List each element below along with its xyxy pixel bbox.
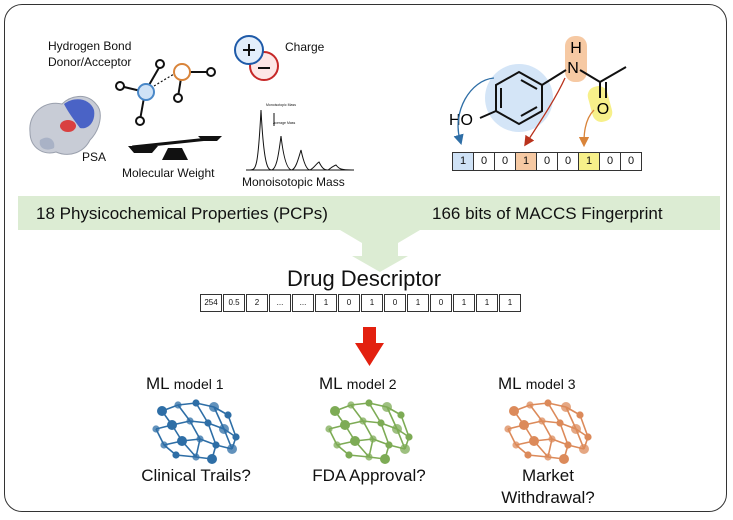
- descriptor-cell: ...: [292, 294, 314, 312]
- ml-model-suffix: model 2: [346, 376, 397, 392]
- charge-label: Charge: [285, 40, 325, 54]
- neural-network-icon: [504, 399, 592, 464]
- psa-label: PSA: [82, 150, 107, 164]
- carbonyl-o-label: O: [597, 101, 609, 118]
- descriptor-cell: 1: [315, 294, 337, 312]
- pcp-banner-text: 18 Physicochemical Properties (PCPs): [36, 204, 328, 223]
- neural-network-icon: [152, 399, 240, 464]
- left-banner-bg: [18, 196, 374, 230]
- arrow-carbonyl-to-bit: [578, 109, 595, 148]
- ml-model-suffix: model 3: [525, 376, 576, 392]
- amide-h-label: H: [570, 40, 582, 57]
- ml-model-name: ML: [498, 374, 526, 393]
- descriptor-cell: 0: [338, 294, 360, 312]
- charge-icon: [234, 35, 279, 81]
- ml-model-name: ML: [146, 374, 174, 393]
- neural-network-icon: [325, 399, 413, 464]
- maccs-banner-text: 166 bits of MACCS Fingerprint: [432, 204, 663, 223]
- ml-model-suffix: model 1: [173, 376, 224, 392]
- descriptor-cell: 2: [246, 294, 268, 312]
- descriptor-cell: 1: [499, 294, 521, 312]
- descriptor-cell: ...: [269, 294, 291, 312]
- arrow-ring-to-bit: [453, 77, 495, 146]
- hbond-label-line1: Hydrogen Bond: [48, 39, 132, 53]
- ml-model-question: FDA Approval?: [312, 466, 426, 485]
- hbond-label: Hydrogen Bond Donor/Acceptor: [48, 38, 131, 70]
- descriptor-cell: 0: [430, 294, 452, 312]
- monoisotopic-mass-label: Monoisotopic Mass: [242, 175, 345, 189]
- descriptor-cell: 254: [200, 294, 222, 312]
- ml-model-question: Market Withdrawal?: [501, 466, 595, 507]
- funnel-arrow: [340, 230, 420, 272]
- descriptor-cell: 0.5: [223, 294, 245, 312]
- hbond-network-icon: [115, 59, 216, 126]
- arrow-amide-to-bit: [524, 77, 566, 147]
- amide-n-label: N: [567, 60, 579, 77]
- spectrum-peak-label-1: Monoisotopic Mass: [266, 103, 296, 107]
- descriptor-cell: 1: [476, 294, 498, 312]
- ml-model-name: ML: [319, 374, 347, 393]
- drug-descriptor-title: Drug Descriptor: [287, 266, 442, 291]
- diagram-frame: [4, 4, 727, 512]
- descriptor-cell: 1: [361, 294, 383, 312]
- ml-model-title: ML model 3: [498, 374, 576, 394]
- benzene-ring: [479, 66, 627, 126]
- ml-model-question: Clinical Trails?: [141, 466, 251, 485]
- molecular-weight-label: Molecular Weight: [122, 166, 215, 180]
- balance-scale-icon: [128, 136, 222, 160]
- spectrum-peak-label-2: Average Mass: [273, 121, 296, 125]
- descriptor-cell: 1: [407, 294, 429, 312]
- ml-model-title: ML model 1: [146, 374, 224, 394]
- right-banner-bg: [386, 196, 720, 230]
- mass-spectrum-icon: Monoisotopic Mass Average Mass: [246, 103, 354, 171]
- descriptor-cell: 1: [453, 294, 475, 312]
- fingerprint-bit: 0: [620, 152, 642, 171]
- hydroxyl-label: HO: [449, 112, 473, 129]
- ml-model-title: ML model 2: [319, 374, 397, 394]
- psa-surface-icon: [29, 96, 101, 155]
- hbond-label-line2: Donor/Acceptor: [48, 55, 132, 69]
- descriptor-cell: 0: [384, 294, 406, 312]
- fingerprint-bit: 0: [536, 152, 558, 171]
